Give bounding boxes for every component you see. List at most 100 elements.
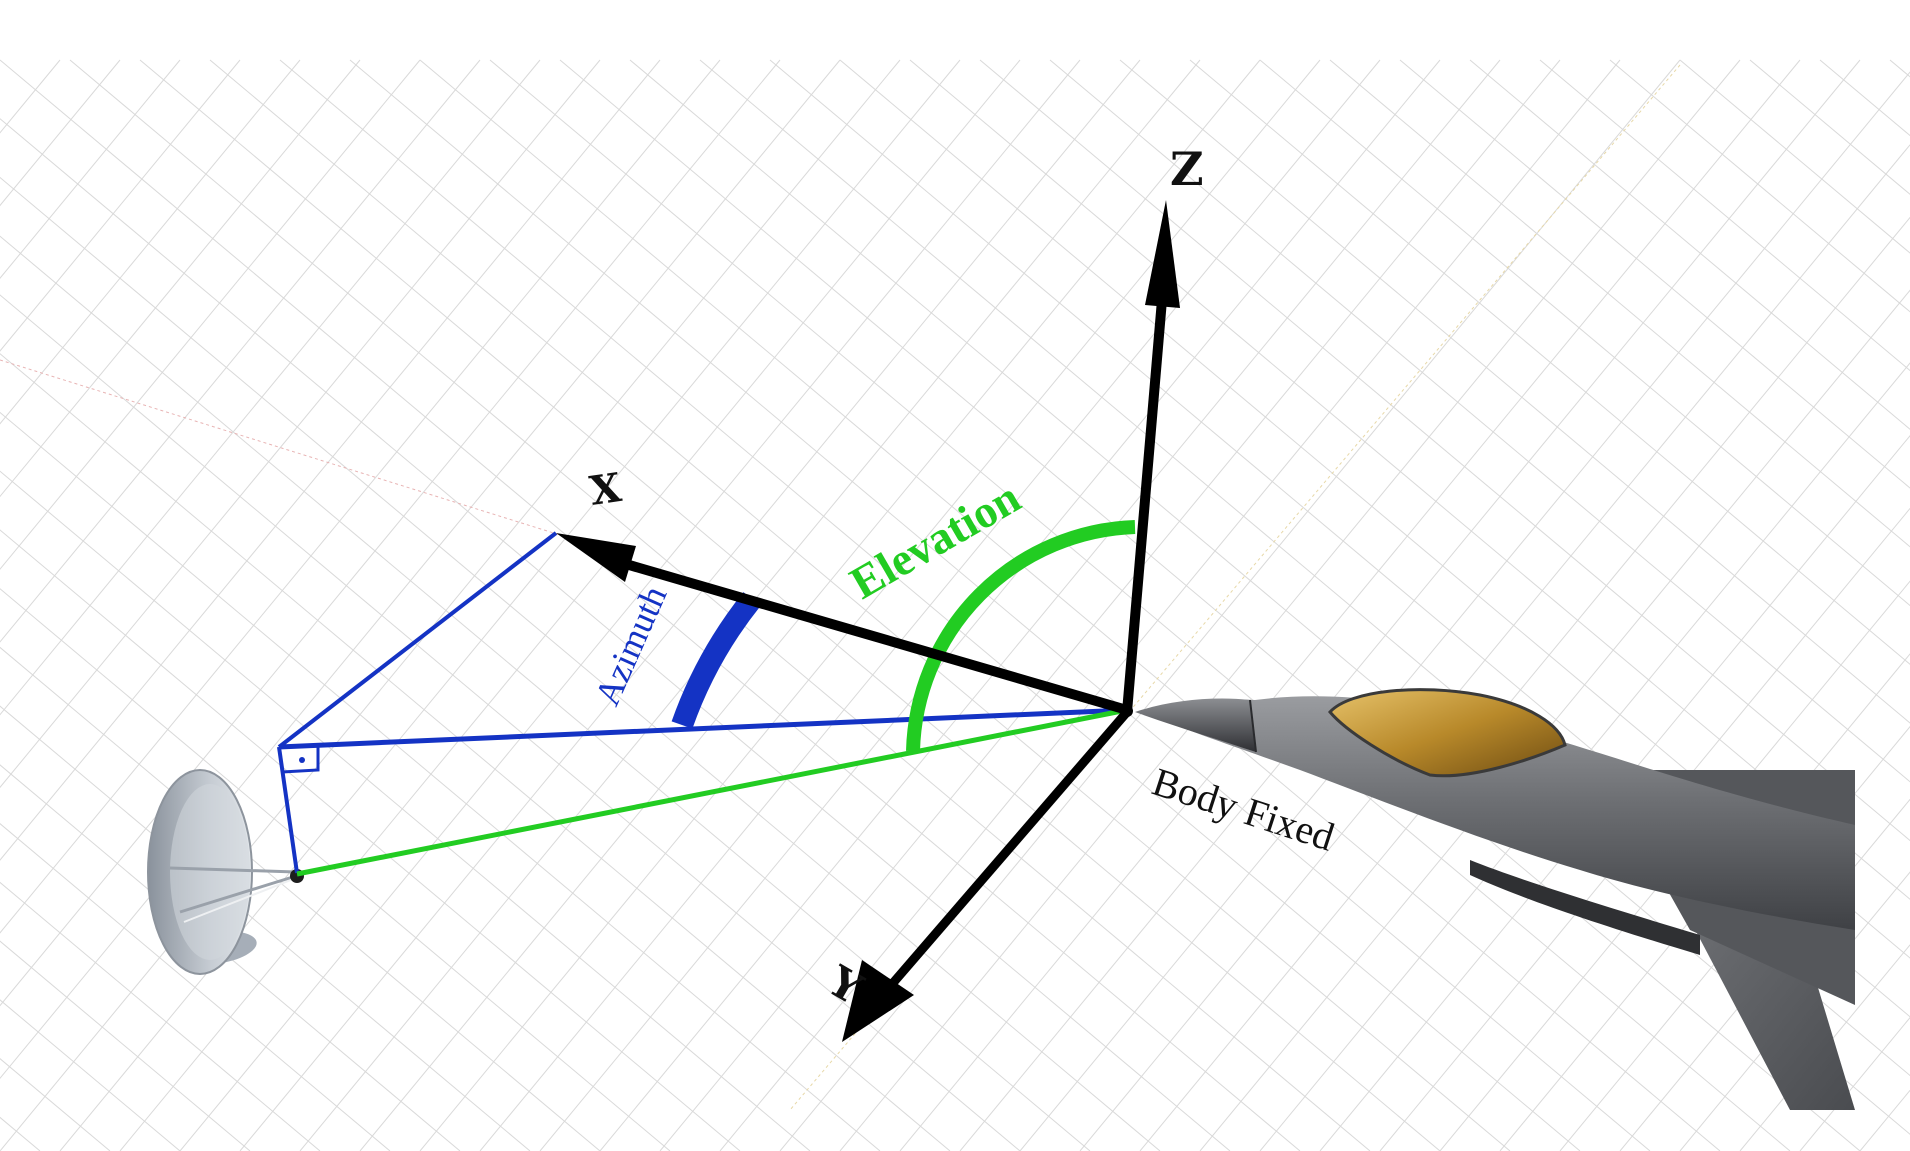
grid-line: [0, 59, 361, 498]
grid-line: [559, 59, 1861, 1151]
grid-line: [629, 59, 1910, 1135]
grid-line: [539, 59, 1441, 1151]
grid-line: [0, 353, 951, 1151]
ground-grid: [0, 59, 1910, 1151]
grid-line: [209, 59, 1511, 1151]
grid-line: [0, 59, 901, 1151]
grid-line: [1859, 1089, 1910, 1151]
grid-line: [599, 59, 1501, 1151]
grid-line: [0, 118, 1231, 1151]
x-axis-label: X: [587, 464, 624, 515]
grid-line: [0, 294, 1021, 1151]
grid-line: [1439, 580, 1910, 1151]
grid-line: [0, 411, 881, 1151]
azimuth-label: Azimuth: [587, 580, 675, 711]
grid-line: [0, 59, 1301, 1151]
grid-line: [0, 59, 721, 934]
grid-line: [0, 588, 671, 1151]
grid-line: [1889, 59, 1910, 78]
grid-line: [0, 59, 481, 643]
world-x-hint-line: [0, 359, 561, 536]
jet-fuselage: [1140, 696, 1855, 930]
azimuth-projection-line: [278, 707, 1128, 750]
grid-line: [1679, 59, 1910, 254]
grid-line: [1399, 59, 1910, 489]
elevation-arc: [906, 520, 1136, 752]
grid-line: [1259, 362, 1910, 1151]
jet-nose-seam: [1249, 699, 1257, 753]
grid-line: [1539, 59, 1910, 372]
radar-dish-icon: [147, 769, 304, 975]
line-of-sight: [296, 707, 1128, 877]
grid-line: [239, 59, 1141, 1151]
grid-line: [69, 59, 1371, 1151]
grid-line: [0, 823, 391, 1151]
grid-line: [1049, 59, 1910, 783]
grid-line: [1609, 59, 1910, 313]
grid-line: [349, 59, 1651, 1151]
grid-line: [479, 59, 1381, 1151]
grid-line: [0, 59, 181, 279]
grid-line: [359, 59, 1261, 1151]
grid-line: [0, 59, 781, 1007]
grid-line: [0, 646, 601, 1151]
grid-line: [1189, 59, 1910, 665]
grid-line: [839, 59, 1741, 1151]
z-axis-label: Z: [1170, 142, 1204, 196]
grid-line: [0, 59, 241, 352]
azimuth-drop-line: [277, 746, 299, 874]
world-y-hint-line: [789, 64, 1681, 1111]
grid-line: [1559, 725, 1910, 1151]
grid-line: [1259, 59, 1910, 607]
body-axes: [556, 200, 1180, 1042]
grid-line: [179, 59, 1081, 1151]
grid-line: [0, 59, 421, 570]
grid-line: [0, 764, 461, 1151]
grid-line: [0, 59, 661, 861]
azimuth-x-connector-line: [277, 531, 558, 749]
grid-line: [1139, 216, 1910, 1151]
grid-line: [0, 59, 541, 716]
grid-line: [0, 881, 321, 1151]
grid-line: [979, 59, 1910, 842]
grid-line: [909, 59, 1910, 900]
grid-line: [1019, 71, 1910, 1151]
grid-line: [0, 59, 601, 789]
grid-line: [0, 59, 301, 425]
grid-line: [899, 59, 1801, 1151]
jet-intake: [1470, 860, 1700, 955]
grid-line: [1329, 59, 1910, 548]
z-axis-arrowhead: [1145, 200, 1180, 308]
grid-line: [1499, 653, 1910, 1151]
grid-line: [959, 59, 1861, 1151]
grid-line: [1469, 59, 1910, 430]
x-axis-line: [610, 555, 1129, 715]
grid-line: [0, 940, 251, 1151]
right-angle-dot: [299, 757, 305, 763]
right-angle-marker-icon: [281, 745, 320, 774]
grid-line: [1199, 289, 1910, 1151]
grid-line: [0, 59, 121, 207]
x-axis-arrowhead: [556, 533, 636, 582]
grid-line: [659, 59, 1561, 1151]
grid-line: [0, 470, 811, 1151]
grid-line: [1379, 507, 1910, 1151]
fighter-jet-icon: [1135, 688, 1855, 1110]
jet-canopy: [1328, 688, 1567, 778]
jet-nose: [1135, 698, 1256, 752]
grid-line: [839, 59, 1910, 959]
grid-line: [419, 59, 1721, 1151]
y-axis-arrowhead: [842, 960, 914, 1042]
azimuth-construction: [277, 531, 1128, 874]
grid-line: [779, 59, 1681, 1151]
azimuth-arc: [671, 592, 761, 729]
grid-line: [139, 59, 1441, 1151]
grid-line: [0, 59, 841, 1080]
grid-line: [1079, 144, 1910, 1151]
y-axis-line: [876, 709, 1131, 1001]
grid-line: [1319, 435, 1910, 1151]
z-axis-line: [1122, 299, 1167, 713]
grid-line: [0, 705, 531, 1151]
origin-point: [1121, 705, 1133, 717]
